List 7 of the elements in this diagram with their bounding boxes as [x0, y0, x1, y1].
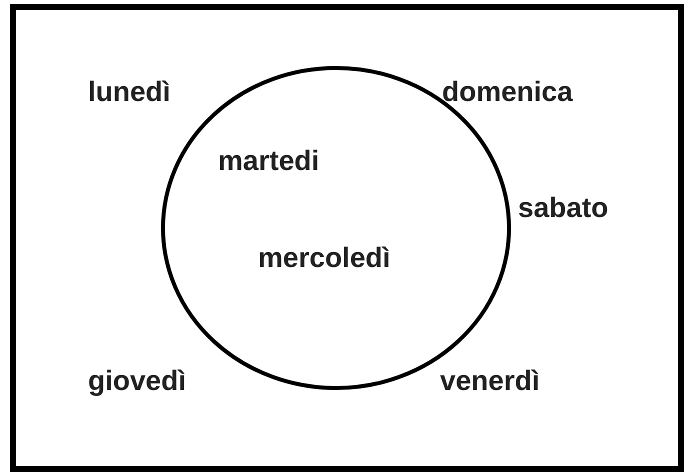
day-label: venerdì	[440, 365, 540, 397]
day-label: sabato	[518, 192, 608, 224]
day-label: domenica	[442, 76, 573, 108]
day-label: giovedì	[88, 365, 186, 397]
day-label: mercoledì	[258, 242, 390, 274]
day-label: lunedì	[88, 76, 170, 108]
day-label: martedi	[218, 145, 320, 177]
